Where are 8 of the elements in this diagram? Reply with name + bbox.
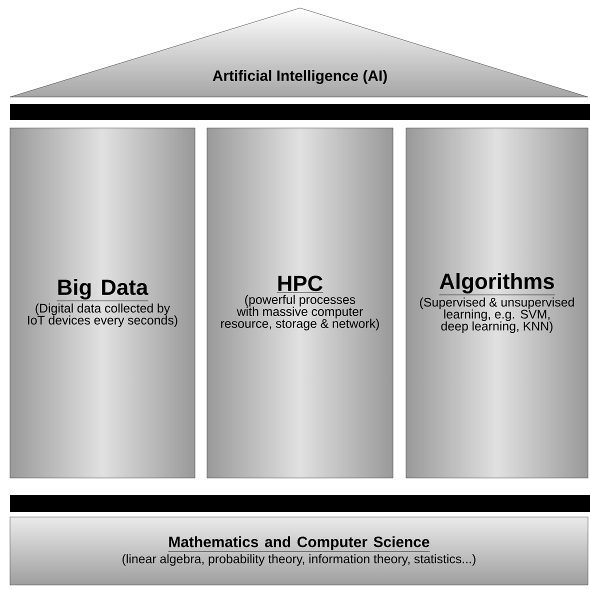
foundation-box: Mathematics and Computer Science (linear algebra, probability theory, information theory, statistics...) [10,516,588,586]
roof-label: Artificial Intelligence (AI) [212,70,387,84]
pillar-box: Algorithms (Supervised & unsupervised learning, e.g. SVM, deep learning, KNN) [406,128,588,478]
beam-bar [10,104,590,120]
roof-triangle [10,8,588,98]
pillar-box: Big Data (Digital data collected by IoT devices every seconds) [10,128,196,478]
beam-bar [10,495,590,512]
pillar-box: HPC (powerful processes with massive computer resource, storage & network) [206,128,394,478]
